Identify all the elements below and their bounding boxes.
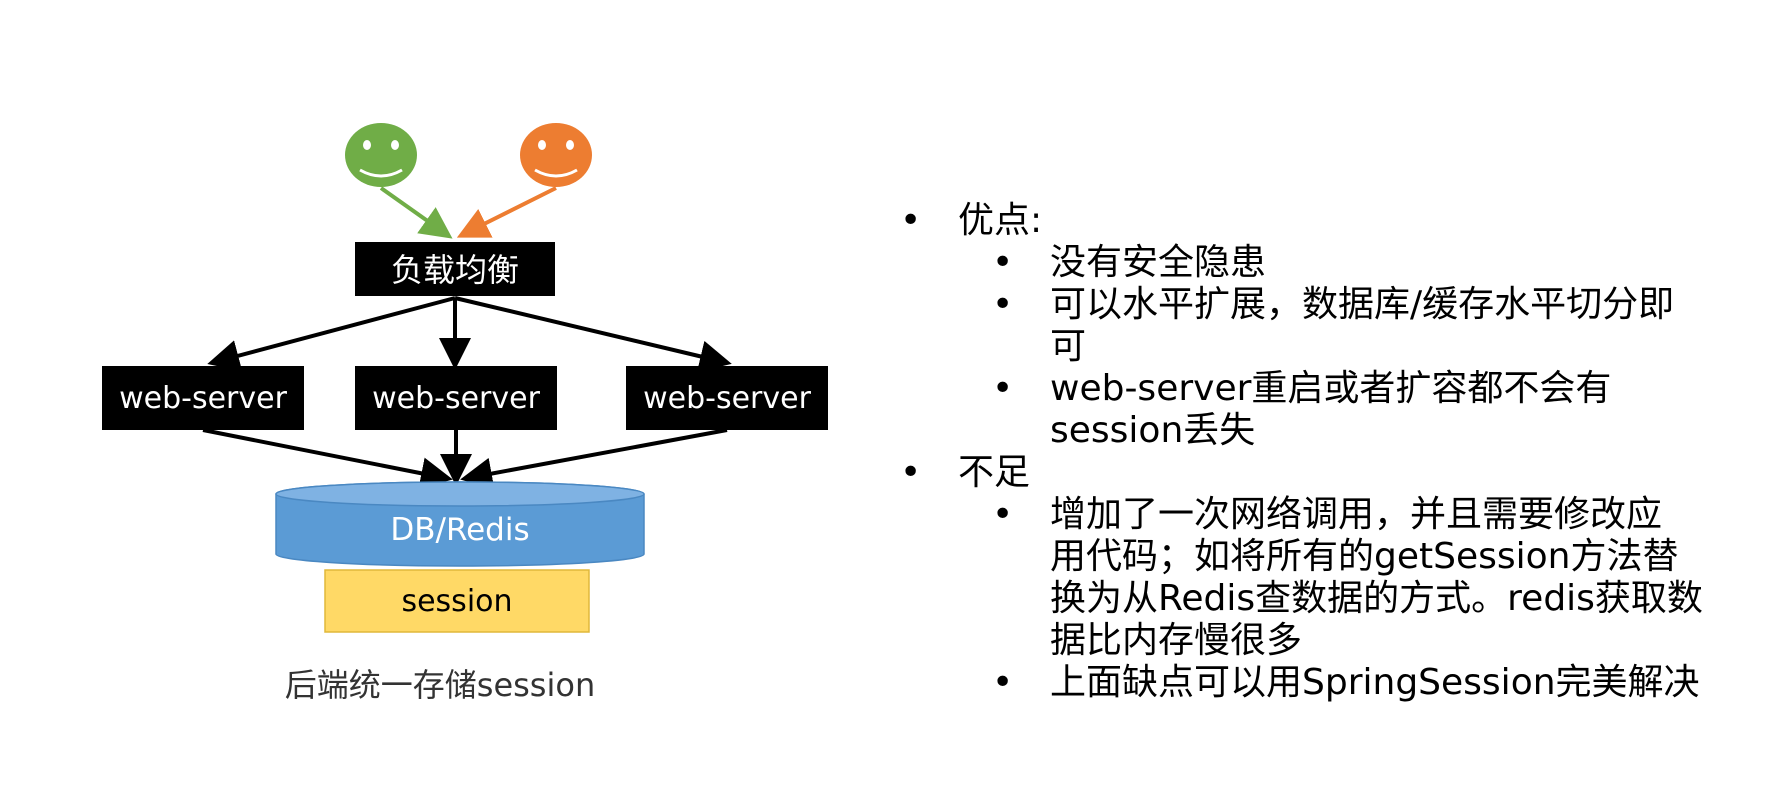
list-item: • 上面缺点可以用SpringSession完美解决 <box>900 662 1720 704</box>
list-item-text: 增加了一次网络调用，并且需要修改应 <box>1050 494 1663 535</box>
web-server-box-3 <box>626 366 828 430</box>
list-item-text: 用代码；如将所有的getSession方法替 <box>1050 536 1679 577</box>
session-box <box>324 569 590 633</box>
pros-heading: • 优点: <box>900 200 1720 242</box>
database-label: DB/Redis <box>390 512 529 548</box>
bullet-icon: • <box>992 242 1014 283</box>
architecture-diagram: 负载均衡 web-server web-server web-server DB… <box>102 123 828 633</box>
list-item-text: 可 <box>1050 326 1087 367</box>
user-green-icon <box>345 123 417 187</box>
web-server-label-1: web-server <box>119 381 287 416</box>
list-item-text: web-server重启或者扩容都不会有 <box>1050 368 1612 409</box>
bullet-icon: • <box>900 452 922 493</box>
list-item-text: session丢失 <box>1050 410 1256 451</box>
list-item: • 没有安全隐患 <box>900 242 1720 284</box>
session-label: session <box>401 584 512 619</box>
bullet-icon: • <box>900 200 922 241</box>
list-item: • 增加了一次网络调用，并且需要修改应 <box>900 494 1720 536</box>
user-orange-icon <box>520 123 592 187</box>
list-item: • web-server重启或者扩容都不会有 <box>900 368 1720 410</box>
arrow-user-green-to-lb <box>379 186 453 239</box>
cons-title: 不足 <box>958 452 1031 493</box>
list-item-text: 据比内存慢很多 <box>1050 620 1303 661</box>
arrow-lb-to-server-3 <box>454 296 732 373</box>
list-item-continuation: 换为从Redis查数据的方式。redis获取数 <box>900 578 1720 620</box>
arrow-server-1-to-db <box>202 428 453 490</box>
web-server-box-1 <box>102 366 304 430</box>
list-item-continuation: session丢失 <box>900 410 1720 452</box>
cons-heading: • 不足 <box>900 452 1720 494</box>
pros-title: 优点: <box>958 200 1043 241</box>
arrow-lb-to-server-1 <box>207 296 456 372</box>
bullet-icon: • <box>992 284 1014 325</box>
database-cylinder <box>275 481 645 567</box>
list-item-continuation: 用代码；如将所有的getSession方法替 <box>900 536 1720 578</box>
list-item: • 可以水平扩展，数据库/缓存水平切分即 <box>900 284 1720 326</box>
list-item-text: 上面缺点可以用SpringSession完美解决 <box>1050 662 1700 703</box>
list-item-text: 没有安全隐患 <box>1050 242 1267 283</box>
bullet-icon: • <box>992 662 1014 703</box>
arrow-user-orange-to-lb <box>456 186 557 238</box>
list-item-text: 可以水平扩展，数据库/缓存水平切分即 <box>1050 284 1675 325</box>
list-item-continuation: 据比内存慢很多 <box>900 620 1720 662</box>
bullet-icon: • <box>992 494 1014 535</box>
list-item-continuation: 可 <box>900 326 1720 368</box>
list-item-text: 换为从Redis查数据的方式。redis获取数 <box>1050 578 1703 619</box>
web-server-label-3: web-server <box>643 381 811 416</box>
web-server-label-2: web-server <box>372 381 540 416</box>
bullet-icon: • <box>992 368 1014 409</box>
diagram-caption: 后端统一存储session <box>284 666 596 704</box>
web-server-box-2 <box>355 366 557 430</box>
arrow-server-3-to-db <box>460 428 728 490</box>
notes-panel: • 优点: • 没有安全隐患 • 可以水平扩展，数据库/缓存水平切分即 可 • … <box>900 200 1720 704</box>
load-balancer-label: 负载均衡 <box>391 251 519 289</box>
load-balancer-box <box>355 242 555 296</box>
